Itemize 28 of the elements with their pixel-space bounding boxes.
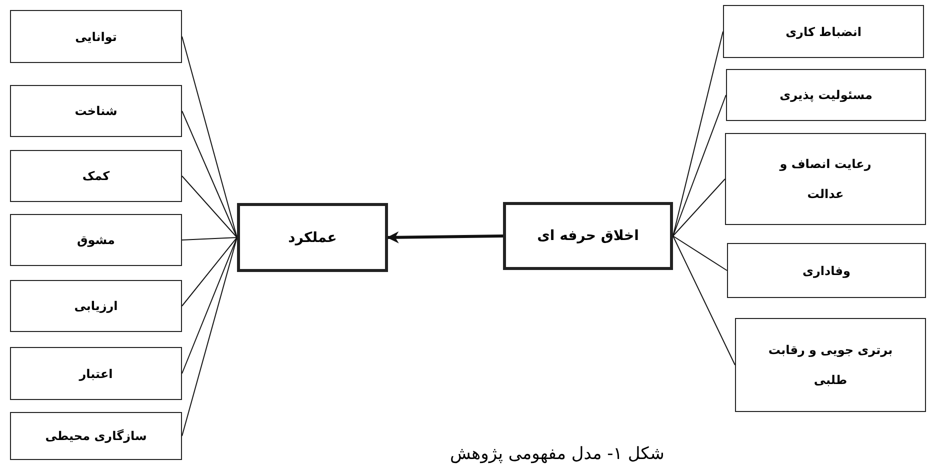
connector-line (672, 236, 728, 271)
concept-box: سازگاری محیطی (10, 412, 182, 460)
concept-box: انضباط کاری (723, 5, 924, 58)
caption: شکل ۱- مدل مفهومی پژوهش (450, 444, 664, 464)
main-concept-box: عملکرد (237, 203, 388, 272)
connector-line (182, 237, 238, 436)
connector-line (672, 31, 724, 236)
concept-box: ارزیابی (10, 280, 182, 332)
connector-line (182, 110, 238, 238)
connector-line (672, 94, 726, 236)
connector-line (182, 176, 238, 238)
concept-box: برتری جویی و رقابت طلبی (735, 318, 926, 412)
concept-box: رعایت انصاف و عدالت (725, 133, 926, 225)
main-concept-box: اخلاق حرفه ای (503, 202, 673, 270)
concept-box: مشوق (10, 214, 182, 266)
connector-line (182, 36, 238, 238)
concept-box: اعتبار (10, 347, 182, 400)
concept-box: وفاداری (727, 243, 926, 298)
arrow (386, 231, 504, 244)
concept-box: مسئولیت پذیری (726, 69, 926, 121)
connector-line (672, 178, 726, 236)
connector-line (672, 236, 736, 366)
concept-box: کمک (10, 150, 182, 202)
connector-line (182, 237, 238, 374)
connector-line (182, 237, 238, 306)
concept-box: شناخت (10, 85, 182, 137)
concept-box: توانایی (10, 10, 182, 63)
connector-line (182, 237, 238, 240)
